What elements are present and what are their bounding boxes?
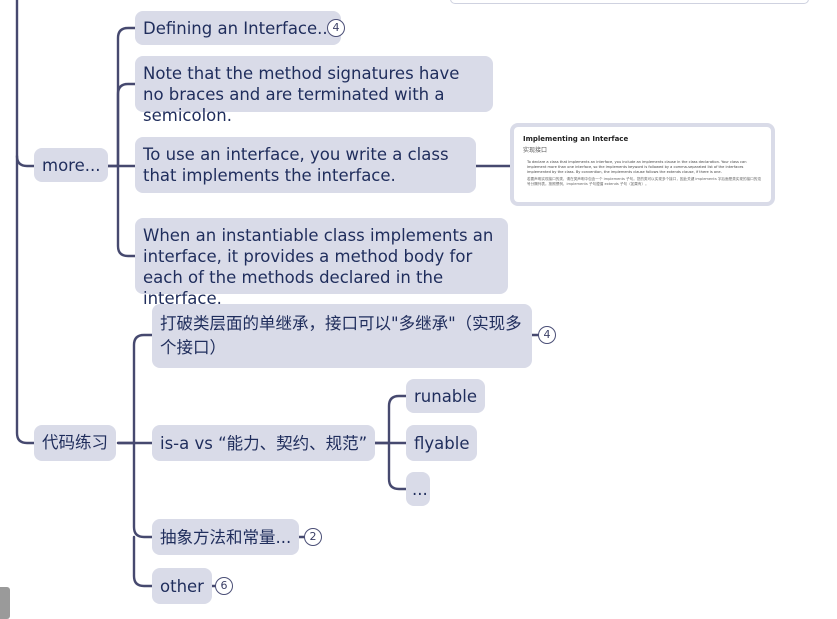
top-partial-node: [450, 0, 809, 4]
image-card-subtitle: 实现接口: [523, 147, 548, 154]
node-break-single-inheritance[interactable]: 打破类层面的单继承，接口可以"多继承"（实现多个接口）: [152, 304, 532, 368]
node-flyable[interactable]: flyable: [406, 425, 478, 461]
collapsed-count-badge[interactable]: 4: [327, 19, 345, 37]
node-is-a-vs[interactable]: is-a vs “能力、契约、规范”: [152, 425, 376, 461]
node-code-practice[interactable]: 代码练习: [34, 425, 116, 461]
collapsed-count-badge[interactable]: 2: [304, 528, 322, 546]
image-card-title: Implementing an Interface: [523, 135, 629, 143]
node-use-interface[interactable]: To use an interface, you write a class t…: [135, 137, 476, 193]
node-runable[interactable]: runable: [406, 379, 486, 413]
collapsed-count-badge[interactable]: 4: [538, 326, 556, 344]
image-card-text-en: To declare a class that implements an in…: [527, 160, 747, 174]
image-card-text-zh: 若要声明实现接口的类，请在类声明中包含一个 implements 子句。您的类可…: [527, 177, 761, 186]
node-more[interactable]: more...: [34, 148, 109, 182]
node-other[interactable]: other: [152, 568, 212, 604]
node-note-signatures[interactable]: Note that the method signatures have no …: [135, 56, 493, 125]
collapsed-count-badge[interactable]: 6: [215, 577, 233, 595]
node-when-instantiable[interactable]: When an instantiable class implements an…: [135, 218, 508, 308]
node-ellipsis[interactable]: ...: [406, 472, 430, 506]
node-abstract-methods[interactable]: 抽象方法和常量...: [152, 519, 300, 555]
side-scroll-handle[interactable]: [0, 587, 10, 619]
node-defining-interface[interactable]: Defining an Interface...: [135, 11, 341, 45]
image-card[interactable]: Implementing an Interface 实现接口 To declar…: [510, 123, 775, 206]
